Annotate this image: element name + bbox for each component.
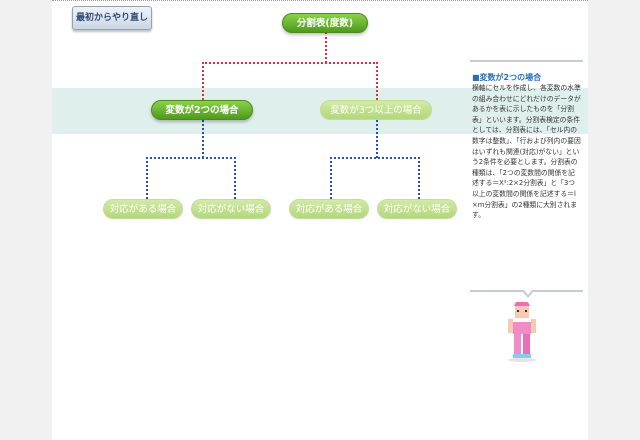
connector-line (146, 157, 148, 199)
connector-line (146, 157, 236, 159)
pink-character-icon (508, 302, 536, 362)
connector-line (330, 157, 420, 159)
connector-line (202, 120, 204, 158)
connector-line (330, 157, 332, 199)
connector-line (376, 62, 378, 100)
leaf-unpaired-three[interactable]: 対応がない場合 (377, 199, 457, 219)
speech-pointer-inner (524, 290, 532, 295)
connector-line (234, 157, 236, 199)
connector-line (376, 120, 378, 158)
connector-line (325, 32, 327, 63)
leaf-paired-three[interactable]: 対応がある場合 (289, 199, 369, 219)
branch-three-variables[interactable]: 変数が3つ以上の場合 (320, 100, 432, 120)
restart-button[interactable]: 最初からやり直し (72, 6, 152, 30)
branch-two-variables[interactable]: 変数が2つの場合 (151, 100, 253, 120)
info-body: 横軸にセルを作成し、各変数の水準の組み合わせにどれだけのデータがあるかを表に示し… (472, 84, 581, 220)
top-divider (52, 0, 588, 1)
leaf-unpaired-two[interactable]: 対応がない場合 (191, 199, 271, 219)
root-node[interactable]: 分割表(度数) (282, 13, 368, 33)
connector-line (202, 62, 204, 100)
info-title: ■変数が2つの場合 (472, 73, 542, 82)
connector-line (418, 157, 420, 199)
content-area (52, 0, 588, 440)
connector-line (202, 62, 378, 64)
info-panel: ■変数が2つの場合 横軸にセルを作成し、各変数の水準の組み合わせにどれだけのデー… (470, 60, 583, 292)
leaf-paired-two[interactable]: 対応がある場合 (103, 199, 183, 219)
